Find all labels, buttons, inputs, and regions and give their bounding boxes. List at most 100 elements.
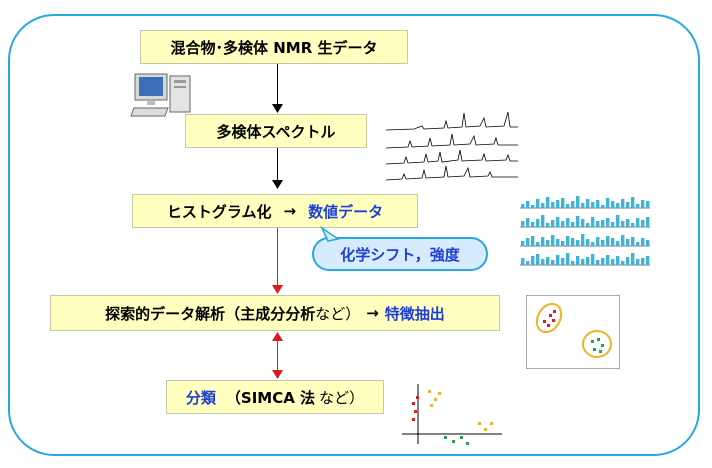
histogram-bar [536,199,540,208]
histogram-bar [596,260,600,265]
histogram-bar [581,259,585,265]
histogram-bar [531,236,535,246]
histogram-bar [581,219,585,227]
raw-data-label: 混合物･多検体 NMR 生データ [170,38,378,57]
histogram-bar [636,218,640,227]
histogram-bar [541,203,545,208]
histogram-bar [531,222,535,227]
histogram-bar [641,200,645,208]
histogram-bar [531,205,535,208]
histogram-bar [646,240,650,246]
histogram-bar [561,221,565,227]
classification-box: 分類 （SIMCA 法 など） [166,380,384,414]
histogram-bar [551,260,555,265]
histogram-bar [626,219,630,227]
histogram-bar [536,219,540,227]
arrowhead-3 [272,285,283,294]
histogram-bar [606,218,610,227]
histogram-bar [631,223,635,227]
histogram-illustration [520,196,650,266]
histogram-bar [616,241,620,246]
histogram-bar [646,217,650,227]
histogram-bar [521,258,525,265]
histogram-bar [561,241,565,246]
histogram-bar [596,237,600,246]
histogram-bar [601,205,605,208]
arrowhead-4-up [272,332,283,341]
histogram-bar [566,218,570,227]
histogram-bar [526,218,530,227]
spectra-box: 多検体スペクトル [185,114,367,148]
classification-label-b: （SIMCA 法 [225,388,316,407]
histogram-bar [631,253,635,265]
arrowhead-4-down [272,370,283,379]
histogram-bar [546,197,550,208]
histogram-bar [621,221,625,227]
histogram-bar [636,259,640,265]
histogram-bar [561,258,565,265]
histogram-bar [606,255,610,265]
histogram-bar [631,197,635,208]
analysis-box: 探索的データ解析（ 主成分分析 など） → 特徴抽出 [50,295,500,331]
outer-frame [8,14,700,456]
histogram-bar [566,204,570,208]
pca-clusters [535,302,612,358]
histogram-bar [621,199,625,208]
histogram-bar [586,257,590,265]
histogram-bar [611,222,615,227]
histogram-bar [586,199,590,208]
histogram-bar [536,242,540,246]
classification-scatter-illustration [402,384,502,445]
histogram-bar [571,261,575,265]
histogram-bar [566,253,570,265]
analysis-label-b: 主成分分析 [240,304,316,323]
histogram-label: ヒストグラム化 [166,202,272,221]
histogram-bar [636,204,640,208]
histogram-bar [591,217,595,227]
histogram-bar [571,201,575,208]
arrow-raw-to-spectra [277,64,278,108]
callout-tail [320,225,340,242]
histogram-bar [616,215,620,227]
histogram-bar [551,235,555,246]
computer-icon [130,73,191,117]
histogram-bar [576,256,580,265]
histogram-bar [561,198,565,208]
histogram-bar [551,202,555,208]
histogram-bar [546,223,550,227]
histogram-bar [556,239,560,246]
histogram-bar [521,221,525,227]
analysis-arrow: → [366,304,379,322]
histogram-bar [556,200,560,208]
histogram-bar [571,238,575,246]
arrowhead-1 [272,104,283,113]
histogram-bar [606,198,610,208]
pca-scatter-illustration [526,295,620,369]
histogram-bar [576,196,580,208]
histogram-bar [626,202,630,208]
feature-extraction-label: 特徴抽出 [384,304,445,323]
histogram-bar [546,257,550,265]
histogram-bar [636,242,640,246]
nmr-spectra-illustration [385,111,518,181]
histogram-bar [591,202,595,208]
histogram-bar [556,217,560,227]
histogram-box: ヒストグラム化 → 数値データ [132,194,418,228]
histogram-bar [646,256,650,265]
histogram-bar [626,239,630,246]
classification-label-a: 分類 [185,388,216,407]
histogram-bar [526,201,530,208]
histogram-bar [611,259,615,265]
histogram-bar [521,204,525,208]
histogram-bar [576,240,580,246]
histogram-arrow: → [283,202,297,220]
arrowhead-2 [272,180,283,189]
histogram-bar [621,261,625,265]
arrow-spectra-to-histogram [277,148,278,184]
histogram-bar [611,201,615,208]
histogram-bar [576,216,580,227]
histogram-bar [571,222,575,227]
histogram-bar [641,238,645,246]
histogram-bar [601,220,605,227]
histogram-bar [626,257,630,265]
